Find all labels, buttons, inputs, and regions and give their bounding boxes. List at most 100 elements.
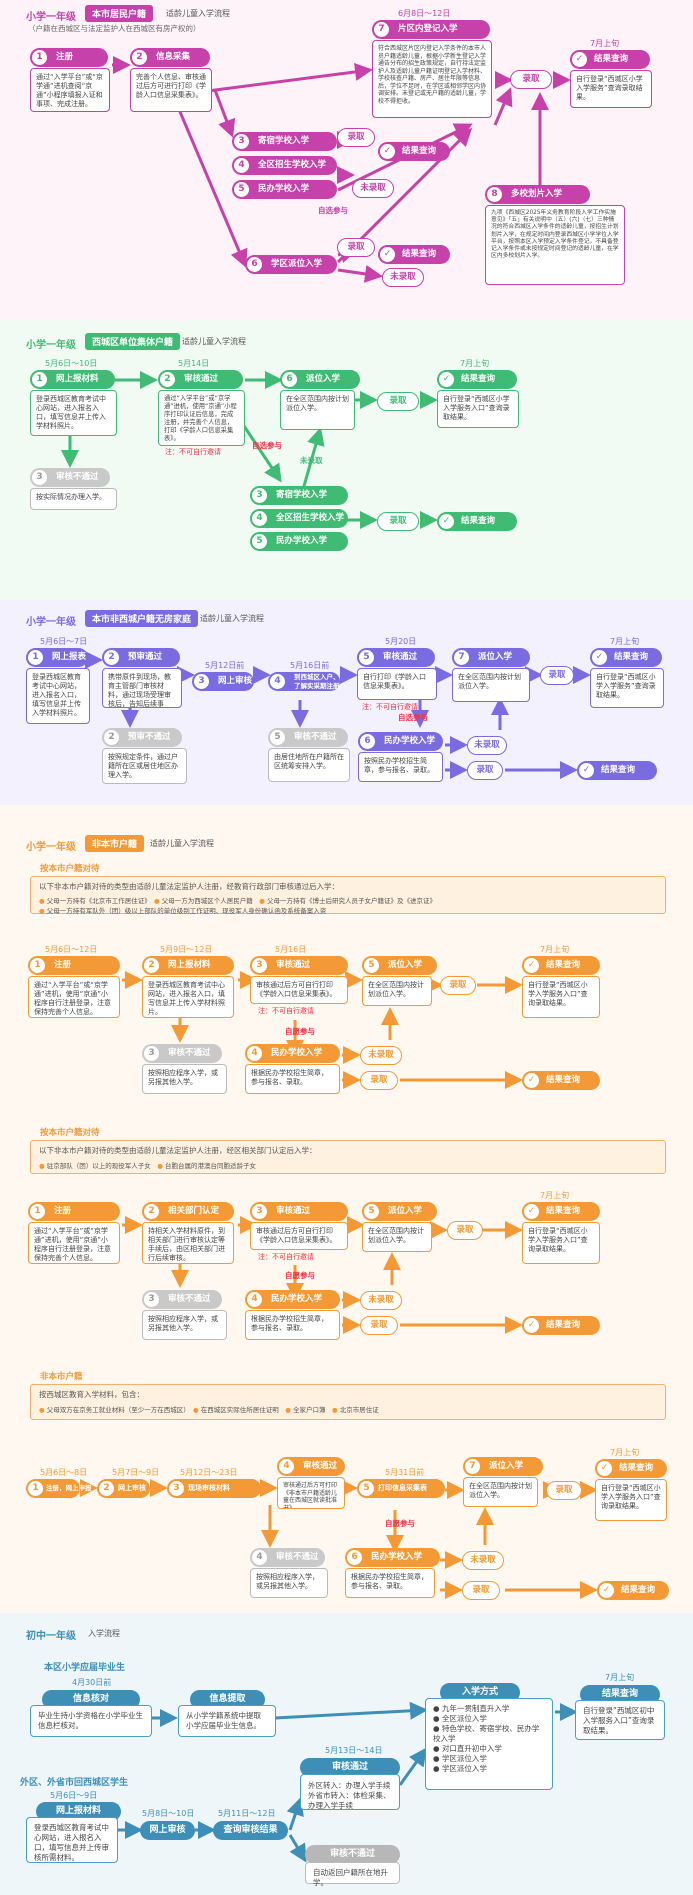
way-item: ● 特色学校、寄宿学校、民办学校入学	[433, 1724, 540, 1743]
sec3-step-online-desc: 登录西城区教育考试中心网站，进入报名入口，填写信息并上传入学材料照片。	[26, 668, 90, 724]
sec1-grade: 小学一年级	[26, 12, 76, 23]
sec4-a-d3: 5月16日	[275, 945, 307, 954]
step-label: 民办学校入学	[384, 736, 436, 746]
step-label: 网上报材料	[56, 374, 99, 384]
sec5-g2-reject-desc: 自动返回户籍所在地升学。	[305, 1862, 400, 1887]
step-label: 民办学校入学	[258, 184, 310, 194]
step-label: 民办学校入学	[271, 1294, 323, 1304]
sec1-local-registration-desc: 符合西城区片区内登记入学条件的本市人员户籍适龄儿童，根据小学新生登记入学通告分布…	[372, 40, 492, 118]
sec4-b-result-date: 7月上旬	[540, 1191, 570, 1200]
way-item: ● 学区派位入学	[433, 1764, 487, 1773]
step-label: 学区派位入学	[271, 259, 323, 269]
panel-item: 父母一方持有军队外（团）级以上部队的单位级别工作证明、现役军人身份确认函及系统备…	[46, 907, 327, 915]
step-label: 网上审核	[118, 1484, 146, 1492]
sec4-c-approved-desc: 审核通过后方可打印《非本市户籍适龄儿童在西城区就读批准书》。	[277, 1477, 345, 1509]
sec1-badge: 本市居民户籍	[85, 5, 154, 22]
step-label: 网上报材料	[168, 960, 211, 970]
res-label: 结果查询	[546, 1075, 581, 1085]
res-label: 结果查询	[461, 374, 496, 384]
sec4-a-register-desc: 通过“入学平台”或“京学通”进机，使用“京通”小程序自行注册登录，注意保持完善个…	[28, 976, 120, 1018]
sec3-result-date: 7月上旬	[610, 637, 640, 646]
sec2-badge: 西城区单位集体户籍	[85, 333, 181, 350]
sec3-admit-2: 录取	[467, 761, 503, 780]
step-label: 审核不通过	[294, 732, 337, 742]
sec2-admit: 录取	[377, 392, 419, 411]
sec3-approved-note: 注：不可自行邀请	[362, 703, 418, 711]
res-label: 结果查询	[546, 960, 581, 970]
sec4-b-verify-desc: 持相关入学材料原件，到相关部门进行审核认定等手续后，由区相关部门进行后续审核。	[142, 1222, 234, 1264]
sec4-a-result: ✓结果查询	[522, 956, 600, 975]
sec4-a-assign-desc: 在全区范围内按计划派位入学。	[362, 976, 432, 1006]
sec4-b-result-2: ✓结果查询	[522, 1316, 600, 1335]
step-label: 注册	[56, 52, 74, 62]
sec4-grade: 小学一年级	[26, 842, 76, 853]
panel-item: 父母一方持有《北京市工作居住证》	[46, 897, 148, 905]
sec4-c-private-desc: 根据民办学校招生简章，参与报名、录取。	[345, 1568, 435, 1598]
step-label: 派位入学	[306, 374, 341, 384]
way-item: ● 对口直升初中入学	[433, 1744, 502, 1753]
sec3-result-2: ✓结果查询	[577, 761, 657, 780]
sec4-b-register-desc: 通过“入学平台”或“京学通”进机，使用“京通”小程序自行注册登录，注意保持完善个…	[28, 1222, 120, 1264]
sec5-g2-upload-desc: 登录西城区教育考试中心网站，进入报名入口，填写信息并上传审核所需材料。	[26, 1817, 118, 1863]
sec4-b-private-desc: 根据民办学校招生简章，参与报名、录取。	[245, 1310, 340, 1340]
sec3-result: ✓结果查询	[590, 648, 662, 667]
panel-items: ● 驻京部队（团）以上的现役军人子女 ● 台胞台属的港澳台同胞适龄子女	[39, 1162, 256, 1170]
panel-line: 以下非本市户籍对待的类型由适龄儿童法定监护人注册，经教育行政部门审核通过后入学：	[39, 882, 339, 891]
sec4-c-reject-desc: 按照相应程序入学，或另报其他入学。	[250, 1568, 328, 1598]
sec4-a-result-date: 7月上旬	[540, 945, 570, 954]
sec4-badge: 非本市户籍	[85, 835, 145, 852]
sec4-panel2: 以下非本市户籍对待的类型由适龄儿童法定监护人注册，经区相关部门认定后入学： ● …	[30, 1140, 666, 1174]
panel-item: 父母一方为西城区个人居民户籍	[161, 897, 253, 905]
sec3-badge: 本市非西城户籍无房家庭	[85, 610, 199, 627]
sec1-admit-2: 录取	[337, 238, 375, 257]
res-label: 结果查询	[614, 652, 649, 662]
sec4-b-result-desc: 自行登录“西城区小学入学服务入口”查询录取结果。	[522, 1222, 600, 1264]
panel-item: 在西城区实际住所居住证明	[200, 1406, 279, 1414]
sec1-result-2: ✓结果查询	[378, 245, 450, 264]
panel-item: 台胞台属的港澳台同胞适龄子女	[165, 1162, 256, 1170]
res-label: 结果查询	[402, 146, 437, 156]
sec3-result-desc: 自行登录“西城区小学入学服务”查询录取结果。	[590, 668, 664, 708]
step-label: 网上审核	[218, 676, 253, 686]
res-label: 结果查询	[461, 516, 496, 526]
sec4-a-upload-desc: 登录西城区教育考试中心网站，进入报名入口，填写信息并上传入学材料照片。	[142, 976, 234, 1018]
sec4-b-assign-desc: 在全区范围内按计划派位入学。	[362, 1222, 432, 1252]
step-label: 寄宿学校入学	[276, 490, 328, 500]
sec5-g2-approved-desc: 外区转入：办理入学手续 外省市转入：体检采集、办理入学手续	[300, 1774, 400, 1810]
sec2-admit-2: 录取	[377, 512, 419, 531]
sec3-step-reject-desc: 由居住地所在户籍所在区统筹安排入学。	[268, 748, 350, 782]
step-label: 审核不通过	[168, 1294, 211, 1304]
sec4-c-result: ✓结果查询	[595, 1459, 667, 1478]
res-label: 结果查询	[621, 1585, 656, 1595]
sec4-c-admit-2: 录取	[462, 1581, 500, 1600]
sec4-a-approved-desc: 审核通过后方可自行打印《学龄入口信息采集表》。	[250, 976, 348, 1004]
sec4-a-approved-note: 注：不可自行邀请	[258, 1007, 314, 1015]
sec5-g1-check: 信息核对	[42, 1690, 140, 1709]
sec5-g2-date: 5月6日～9日	[50, 1791, 98, 1800]
sec1-reject-2: 未录取	[382, 268, 424, 287]
sec4-sub: 适龄儿童入学流程	[150, 839, 214, 848]
approved-line: 外省市转入：体检采集、办理入学手续	[308, 1791, 391, 1810]
sec3-step-prereview-desc: 携带原件到现场，教育主管部门审核材料，通过现场受理审核后，告知后续事宜。	[102, 668, 182, 708]
step-label: 审核不通过	[276, 1552, 319, 1562]
sec5-g1-extract-desc: 从小学学籍系统中提取小学应届毕业生信息。	[178, 1705, 276, 1737]
sec4-b-approved-desc: 审核通过后方可自行打印《学龄入口信息采集表》。	[250, 1222, 348, 1250]
sec5-g1-date: 4月30日前	[72, 1678, 112, 1687]
panel-item: 驻京部队（团）以上的现役军人子女	[46, 1162, 151, 1170]
sec4-b-approved-note: 注：不可自行邀请	[258, 1253, 314, 1261]
sec2-approved-note: 注：不可自行邀请	[165, 448, 221, 456]
approved-line: 外区转入：办理入学手续	[308, 1781, 391, 1790]
